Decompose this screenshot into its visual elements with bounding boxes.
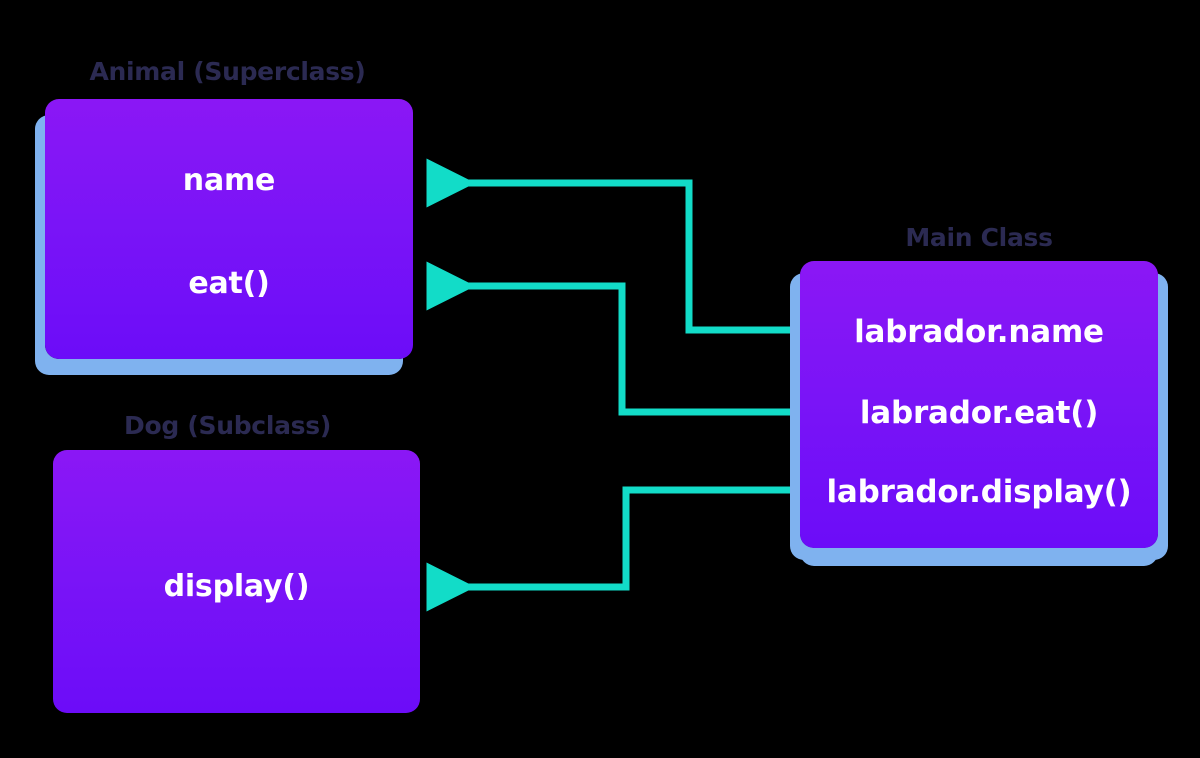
main-class-box[interactable]: labrador.name labrador.eat() labrador.di… <box>800 261 1158 548</box>
dog-box-title: Dog (Subclass) <box>124 411 331 440</box>
animal-class-box[interactable]: name eat() <box>45 99 413 359</box>
main-member-labrador-eat: labrador.eat() <box>859 395 1099 431</box>
main-box-title: Main Class <box>905 223 1053 252</box>
connector-display <box>426 486 800 612</box>
main-member-labrador-display: labrador.display() <box>826 474 1132 510</box>
animal-box-title: Animal (Superclass) <box>89 57 366 86</box>
animal-member-eat: eat() <box>188 266 270 301</box>
connector-eat <box>426 261 800 416</box>
main-member-labrador-name: labrador.name <box>854 314 1104 350</box>
dog-class-box[interactable]: display() <box>53 450 420 713</box>
dog-member-display: display() <box>163 569 310 604</box>
animal-member-name: name <box>182 163 276 198</box>
connector-name <box>426 158 800 334</box>
